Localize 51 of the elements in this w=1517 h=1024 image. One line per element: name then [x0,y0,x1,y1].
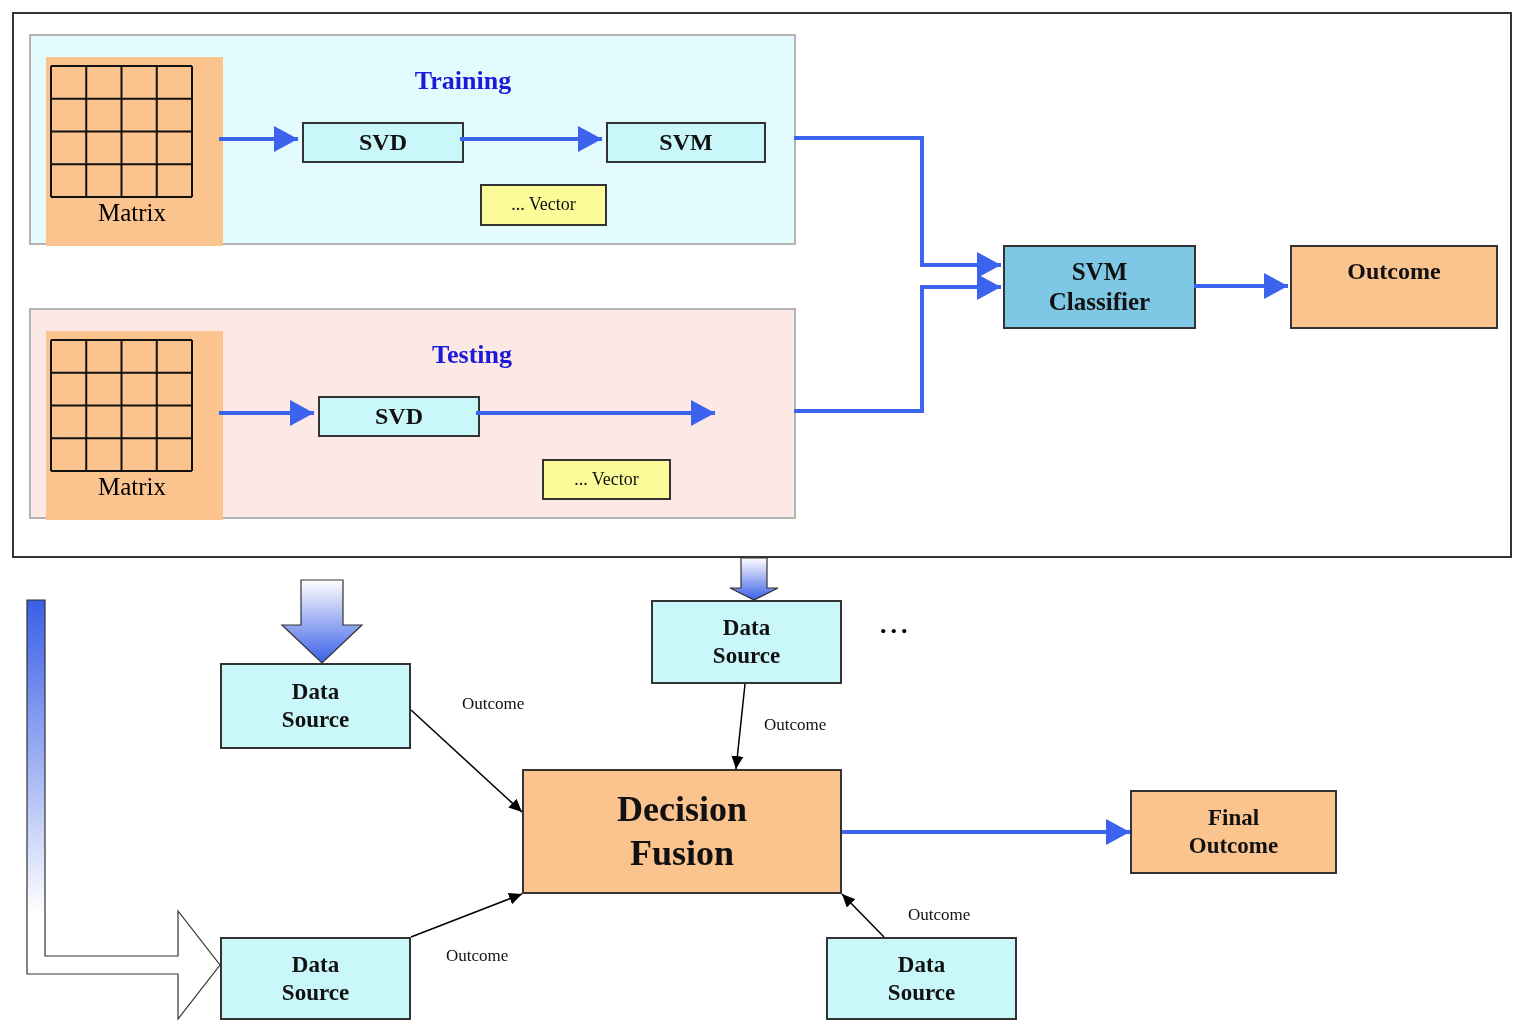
box-label: Final Outcome [1187,804,1280,860]
panel [29,308,796,519]
ellipsis-text: ... [880,610,912,640]
box-label: Data Source [711,614,782,670]
flow-arrow [476,400,715,426]
flow-arrow [842,819,1130,845]
box-label: SVD [359,128,407,157]
process-box [826,937,1017,1020]
arrow [410,893,523,938]
process-box [651,600,842,684]
flow-arrow [794,136,1001,278]
flow-arrow [219,126,298,152]
block-arrow [26,599,221,1021]
process-box [480,184,607,226]
process-box [220,663,411,749]
box-label: SVD [375,402,423,431]
process-box [1003,245,1196,329]
matrix-label: Matrix [98,473,166,501]
box-label: ... Vector [574,468,639,491]
flow-arrow [794,274,1001,413]
matrix-card [46,331,223,520]
panel-title: Testing [432,340,512,370]
flow-arrow [219,400,314,426]
process-box [1290,245,1498,329]
block-arrow [280,579,364,664]
box-label: Outcome [1347,257,1441,286]
panel [29,34,796,245]
box-label: Data Source [280,678,351,734]
process-box [318,396,480,437]
process-box [220,937,411,1020]
box-label: Decision Fusion [616,788,748,875]
process-box [1130,790,1337,874]
arrow [731,683,746,770]
box-label: SVM Classifier [1047,257,1152,317]
box-label: Data Source [886,950,957,1007]
matrix-label: Matrix [98,199,166,227]
matrix-card [46,57,223,246]
flow-arrow [1194,273,1288,299]
arrow [841,893,885,938]
box-label: Data Source [280,950,351,1007]
frame-box [12,12,1512,558]
box-label: SVM [659,128,713,157]
box-label: ... Vector [511,194,576,216]
process-box [522,769,842,894]
block-arrow [729,557,779,601]
process-box [606,122,766,163]
process-box [542,459,671,500]
process-box [302,122,464,163]
panel-title: Training [414,66,512,96]
arrow [410,709,523,813]
flow-arrow [460,126,602,152]
